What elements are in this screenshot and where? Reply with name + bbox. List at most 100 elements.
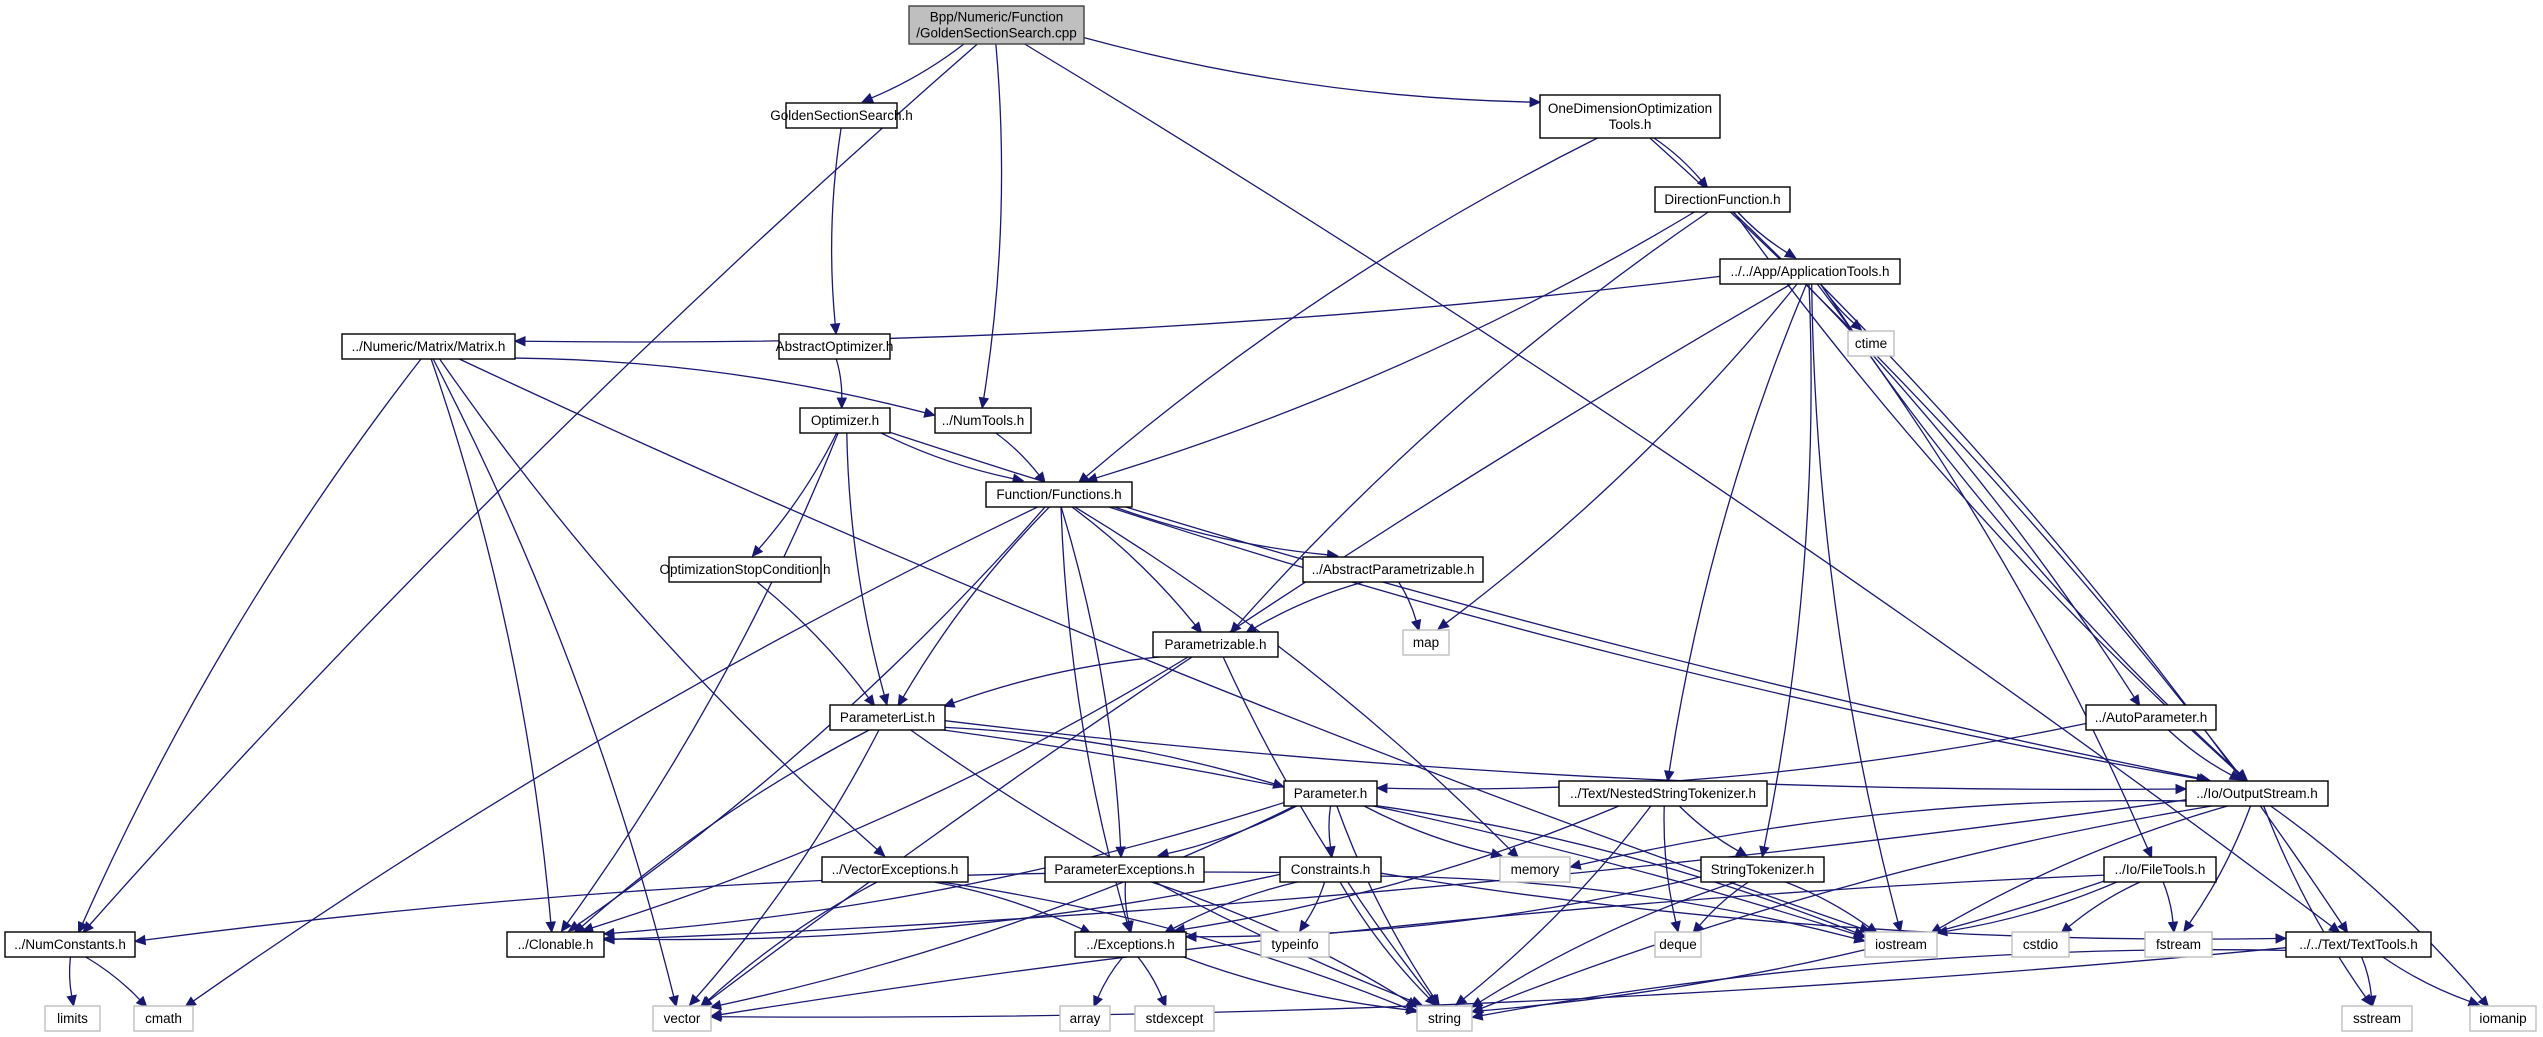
edge-line xyxy=(581,729,870,927)
node-label: GoldenSectionSearch.h xyxy=(770,108,913,123)
edge-line xyxy=(1481,880,2105,1012)
arrowhead-icon xyxy=(668,994,679,1008)
edge-matrix-to-vector xyxy=(432,358,679,1008)
node-parametrizable[interactable]: Parametrizable.h xyxy=(1152,631,1279,658)
node-numtools[interactable]: ../NumTools.h xyxy=(934,407,1032,434)
node-box xyxy=(985,481,1133,508)
node-label: cmath xyxy=(145,1011,182,1026)
node-box xyxy=(1302,556,1484,583)
edge-paramexc-to-exceptions xyxy=(1123,881,1134,933)
edge-line xyxy=(1763,283,1812,848)
edge-line xyxy=(1819,283,2343,925)
edge-line xyxy=(2162,881,2174,923)
node-box xyxy=(2085,704,2217,731)
node-iostream: iostream xyxy=(1864,931,1938,958)
edge-line xyxy=(1328,805,1332,848)
node-strtok[interactable]: StringTokenizer.h xyxy=(1700,856,1825,883)
node-box xyxy=(1402,629,1450,656)
node-matrix[interactable]: ../Numeric/Matrix/Matrix.h xyxy=(341,333,516,360)
node-box xyxy=(1847,330,1895,357)
node-box xyxy=(829,704,946,731)
node-box xyxy=(652,1005,712,1032)
node-optimizer[interactable]: Optimizer.h xyxy=(799,407,891,434)
edge-line xyxy=(1172,881,1298,930)
node-filetools[interactable]: ../Io/FileTools.h xyxy=(2103,856,2217,883)
node-vecexc[interactable]: ../VectorExceptions.h xyxy=(821,856,969,883)
edge-constraints-to-iostream xyxy=(1380,875,1866,944)
node-label: ../NumConstants.h xyxy=(14,937,126,952)
node-paramlist[interactable]: ParameterList.h xyxy=(829,704,946,731)
node-box xyxy=(44,1005,101,1032)
edge-line xyxy=(1733,211,2240,775)
node-apptools[interactable]: ../../App/ApplicationTools.h xyxy=(1719,258,1901,285)
node-gss[interactable]: GoldenSectionSearch.h xyxy=(770,102,913,129)
edge-line xyxy=(1481,949,2287,1017)
edge-exceptions-to-stdexcept xyxy=(1137,956,1167,1008)
node-label: Tools.h xyxy=(1609,117,1652,132)
arrowhead-icon xyxy=(1470,997,1484,1008)
arrowhead-icon xyxy=(1529,96,1542,108)
node-label: ../Exceptions.h xyxy=(1086,937,1175,952)
edge-line xyxy=(1167,805,1297,855)
arrowhead-icon xyxy=(2129,694,2141,707)
node-label: stdexcept xyxy=(1146,1011,1204,1026)
node-box xyxy=(778,333,891,360)
node-absopt[interactable]: AbstractOptimizer.h xyxy=(776,333,894,360)
edge-line xyxy=(1678,805,1739,852)
node-nested[interactable]: ../Text/NestedStringTokenizer.h xyxy=(1558,780,1768,807)
arrowhead-icon xyxy=(923,407,936,418)
node-constraints[interactable]: Constraints.h xyxy=(1279,856,1382,883)
node-label: ParameterExceptions.h xyxy=(1054,862,1194,877)
node-root[interactable]: Bpp/Numeric/Function/GoldenSectionSearch… xyxy=(908,5,1085,45)
edge-line xyxy=(1816,283,2149,849)
node-label: Constraints.h xyxy=(1291,862,1371,877)
node-numconst[interactable]: ../NumConstants.h xyxy=(4,931,136,958)
node-paramexc[interactable]: ParameterExceptions.h xyxy=(1044,856,1205,883)
edge-line xyxy=(1445,283,1798,624)
edge-line xyxy=(2263,805,2367,998)
edge-texttools-to-iomanip xyxy=(2382,956,2481,1007)
edge-line xyxy=(720,947,2287,1018)
node-optstop[interactable]: OptimizationStopCondition.h xyxy=(659,556,831,583)
node-absparam[interactable]: ../AbstractParametrizable.h xyxy=(1302,556,1484,583)
arrowhead-icon xyxy=(2366,995,2377,1008)
edge-line xyxy=(2361,956,2373,997)
node-dirf[interactable]: DirectionFunction.h xyxy=(1654,186,1791,213)
edge-filetools-to-fstream xyxy=(2162,881,2179,934)
edge-line xyxy=(432,358,675,997)
edge-line xyxy=(1668,283,1808,772)
arrowhead-icon xyxy=(1470,1010,1484,1021)
node-outstream[interactable]: ../Io/OutputStream.h xyxy=(2185,780,2329,807)
arrowhead-icon xyxy=(897,693,909,707)
arrowhead-icon xyxy=(1664,770,1675,783)
edge-line xyxy=(1699,881,1749,926)
node-clonable[interactable]: ../Clonable.h xyxy=(506,931,605,958)
edge-apptools-to-iostream xyxy=(1811,283,1903,933)
edge-line xyxy=(720,874,2105,1016)
node-box xyxy=(1059,1005,1111,1032)
edge-line xyxy=(524,275,1721,343)
node-label: Parameter.h xyxy=(1294,786,1368,801)
node-label: fstream xyxy=(2156,937,2201,952)
node-box xyxy=(1134,1005,1215,1032)
edge-line xyxy=(613,799,2187,940)
arrowhead-icon xyxy=(709,999,723,1011)
node-map: map xyxy=(1402,629,1450,656)
node-stdexcept: stdexcept xyxy=(1134,1005,1215,1032)
edge-line xyxy=(591,656,1189,929)
node-autoparam[interactable]: ../AutoParameter.h xyxy=(2085,704,2217,731)
arrowhead-icon xyxy=(2175,783,2188,795)
node-label: ../Numeric/Matrix/Matrix.h xyxy=(352,339,506,354)
edge-constraints-to-clonable xyxy=(602,873,1281,945)
edge-line xyxy=(1184,805,1620,930)
node-box xyxy=(1283,780,1378,807)
node-exceptions[interactable]: ../Exceptions.h xyxy=(1074,931,1187,958)
node-box xyxy=(2103,856,2217,883)
node-parameter[interactable]: Parameter.h xyxy=(1283,780,1378,807)
node-functions[interactable]: Function/Functions.h xyxy=(985,481,1133,508)
edge-line xyxy=(459,358,1862,929)
node-box xyxy=(1260,931,1330,958)
edge-line xyxy=(1336,805,1435,998)
node-texttools[interactable]: ../../Text/TextTools.h xyxy=(2285,931,2432,958)
